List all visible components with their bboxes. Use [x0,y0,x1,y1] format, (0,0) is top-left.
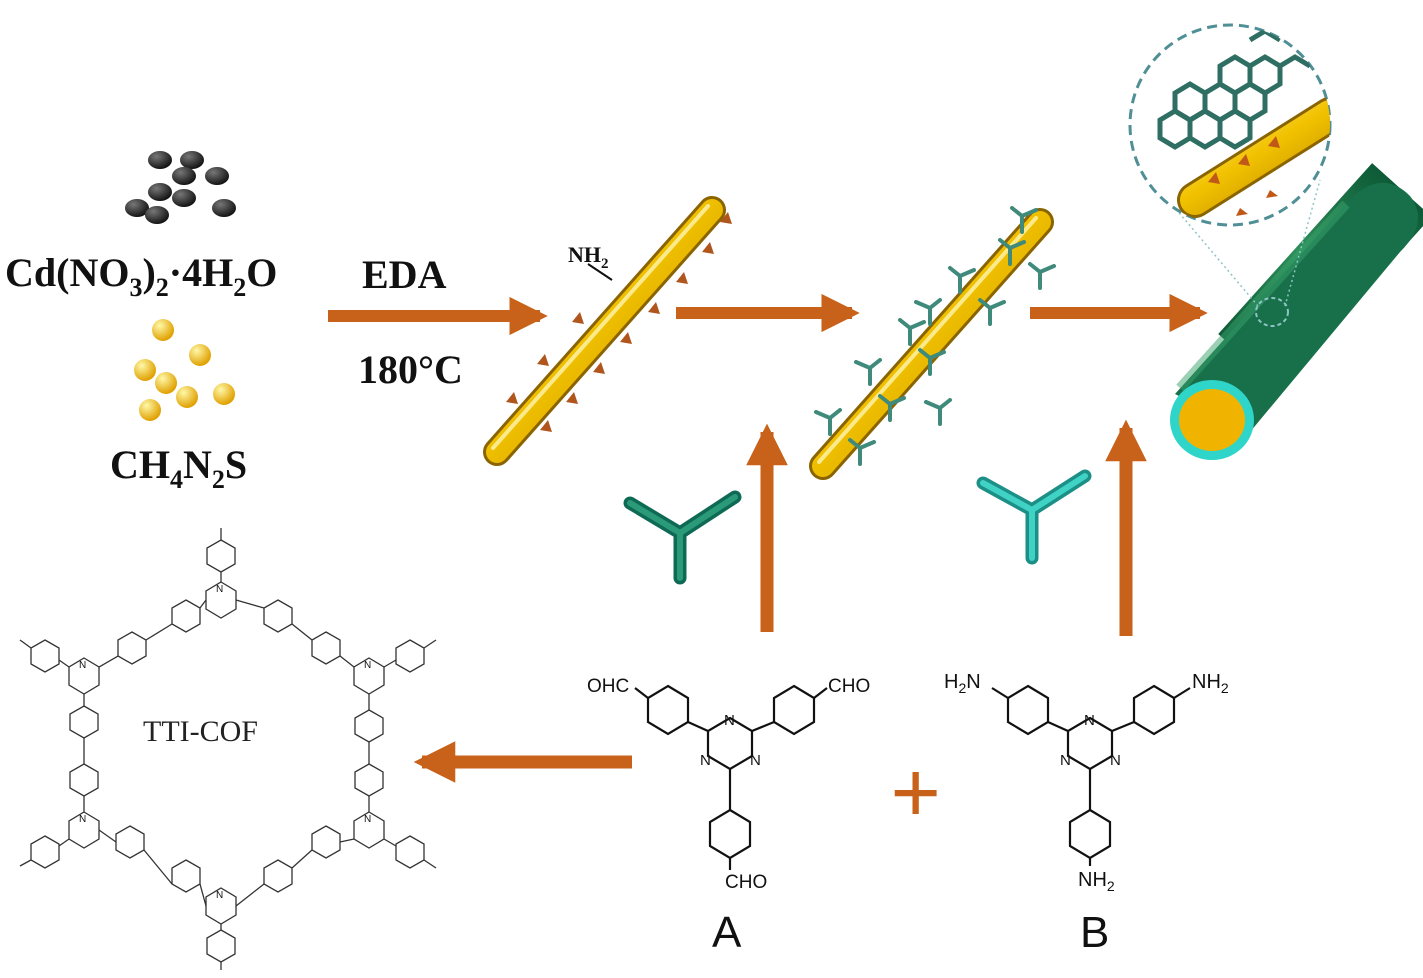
svg-text:N: N [364,660,371,671]
monomer-b-structure [991,684,1191,866]
monomer-a-ring-n-right: N [750,752,761,769]
temperature-label: 180°C [358,347,463,392]
monomer-a-ring-n-left: N [700,752,711,769]
thiourea-spheres [134,319,235,421]
monomer-a-substituent-left: OHC [587,676,629,697]
monomer-b-ring-n-left: N [1060,752,1071,769]
reagent-label: EDA [362,252,447,297]
monomer-b-ring-n-top: N [1084,712,1095,729]
monomer-a-substituent-right: CHO [828,676,870,697]
zoom-inset [1128,23,1332,227]
cds-nanorod-amine [483,196,732,466]
monomer-a-label: A [712,908,742,957]
cof-name-label: TTI-COF [143,715,258,748]
monomer-a-ring-n-top: N [724,712,735,729]
monomer-b-label: B [1080,908,1109,957]
tripod-icon-b [976,469,1092,565]
thiourea-formula: CH4N2S [110,442,247,494]
monomer-b-ring-n-right: N [1110,752,1121,769]
svg-text:N: N [216,890,223,901]
tripod-icon-a [623,490,742,585]
core-shell-nanorod [1170,163,1423,460]
cadmium-salt-spheres [125,151,236,224]
cof-ring-nitrogens: N N N N N N [79,584,371,901]
monomer-a-substituent-bottom: CHO [725,872,767,893]
cds-nanorod-linkers [809,206,1056,480]
monomer-a-structure [634,684,828,870]
cof-framework [19,528,437,970]
monomer-b-substituent-left: H2N [944,671,981,696]
svg-text:N: N [79,660,86,671]
svg-text:N: N [364,814,371,825]
amine-label: NH2 [568,242,609,272]
svg-text:N: N [216,584,223,595]
svg-text:N: N [79,814,86,825]
monomer-b-substituent-right: NH2 [1192,671,1229,696]
monomer-b-substituent-bottom: NH2 [1078,869,1115,894]
plus-sign: + [890,744,941,843]
cadmium-salt-formula: Cd(NO3)2·4H2O [5,250,277,302]
